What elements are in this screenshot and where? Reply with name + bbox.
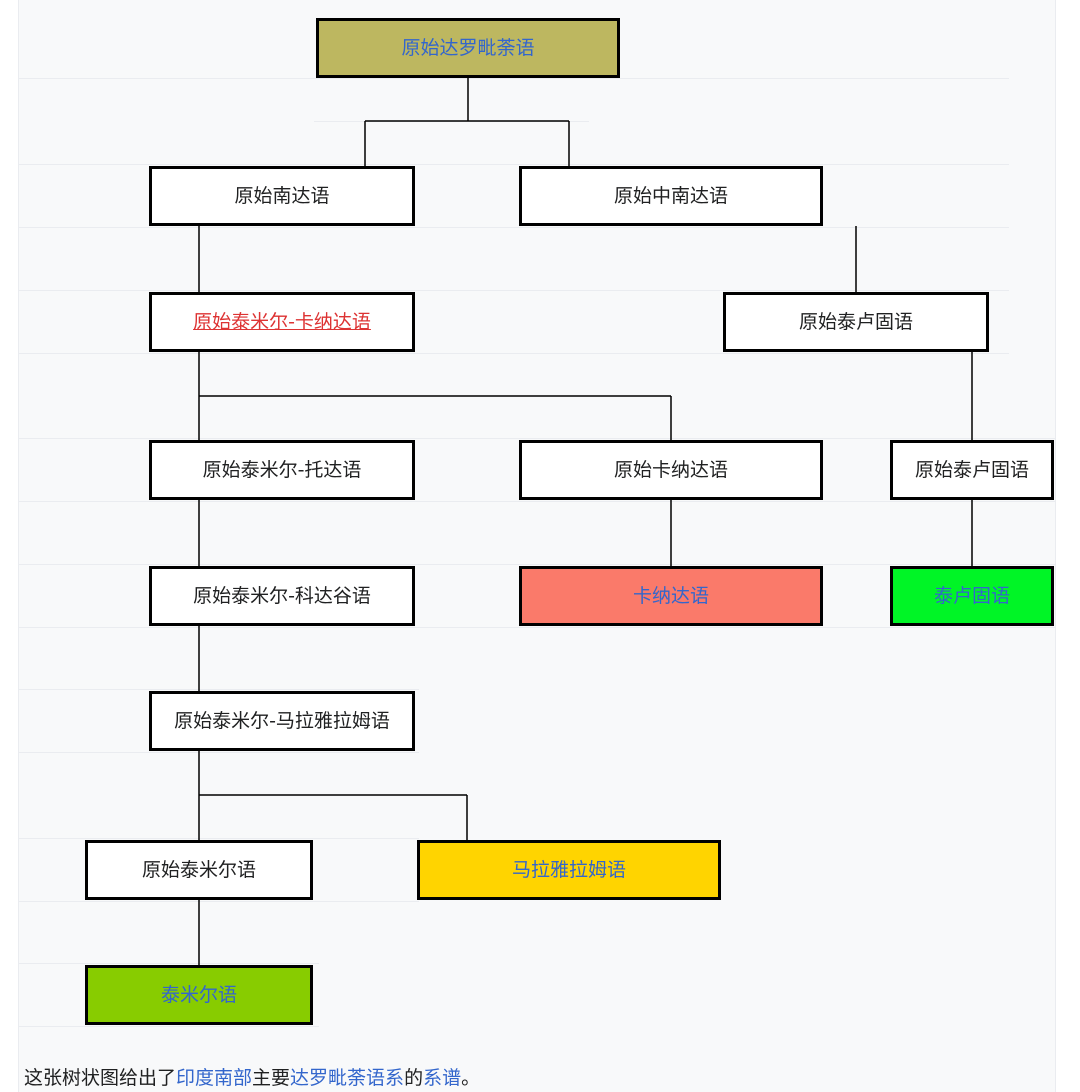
tree-node-label[interactable]: 卡纳达语: [632, 585, 709, 607]
caption-link-genealogy[interactable]: 系谱: [423, 1067, 462, 1089]
diagram-panel: [18, 0, 1056, 1092]
caption-text: 的: [404, 1067, 424, 1089]
tree-node-label: 原始中南达语: [613, 185, 728, 207]
row-separator: [314, 121, 589, 122]
tree-node-malayalam[interactable]: 马拉雅拉姆语: [417, 840, 721, 900]
tree-node-proto-tamil-kannada[interactable]: 原始泰米尔-卡纳达语: [149, 292, 415, 352]
row-separator: [19, 564, 1055, 565]
caption-link-south-india[interactable]: 印度南部: [176, 1067, 253, 1089]
tree-node-label: 原始泰米尔语: [141, 859, 256, 881]
row-separator: [19, 501, 1055, 502]
caption-text: 。: [461, 1067, 481, 1089]
row-separator: [19, 78, 1009, 79]
tree-node-label: 原始泰卢固语: [914, 459, 1029, 481]
row-separator: [19, 963, 319, 964]
tree-node-label[interactable]: 原始达罗毗荼语: [401, 37, 535, 59]
row-separator: [19, 290, 1009, 291]
row-separator: [19, 901, 419, 902]
row-separator: [19, 227, 1009, 228]
row-separator: [19, 1026, 319, 1027]
tree-node-telugu[interactable]: 泰卢固语: [890, 566, 1054, 626]
caption-link-dravidian-family[interactable]: 达罗毗荼语系: [290, 1067, 405, 1089]
figure-caption: 这张树状图给出了印度南部主要达罗毗荼语系的系谱。: [24, 1063, 480, 1090]
tree-node-label: 原始泰米尔-科达谷语: [193, 585, 371, 607]
tree-node-proto-telugu-2: 原始泰卢固语: [890, 440, 1054, 500]
tree-node-label: 原始泰卢固语: [798, 311, 913, 333]
tree-node-proto-tamil-toda: 原始泰米尔-托达语: [149, 440, 415, 500]
row-separator: [19, 164, 1009, 165]
tree-node-label[interactable]: 泰米尔语: [160, 984, 237, 1006]
row-separator: [19, 627, 1055, 628]
tree-node-proto-tamil-malayalam: 原始泰米尔-马拉雅拉姆语: [149, 691, 415, 751]
tree-node-proto-dravidian[interactable]: 原始达罗毗荼语: [316, 18, 620, 78]
tree-node-label: 原始卡纳达语: [613, 459, 728, 481]
tree-node-proto-south-central: 原始中南达语: [519, 166, 823, 226]
row-separator: [19, 838, 419, 839]
tree-node-proto-south: 原始南达语: [149, 166, 415, 226]
caption-text: 这张树状图给出了: [24, 1067, 177, 1089]
tree-node-label[interactable]: 原始泰米尔-卡纳达语: [193, 311, 371, 333]
row-separator: [19, 689, 419, 690]
tree-node-tamil[interactable]: 泰米尔语: [85, 965, 313, 1025]
tree-node-label: 原始泰米尔-托达语: [202, 459, 362, 481]
tree-node-label[interactable]: 泰卢固语: [933, 585, 1010, 607]
tree-node-proto-telugu-1: 原始泰卢固语: [723, 292, 989, 352]
row-separator: [19, 353, 1009, 354]
tree-node-kannada[interactable]: 卡纳达语: [519, 566, 823, 626]
row-separator: [19, 438, 1055, 439]
tree-node-proto-tamil-kodagu: 原始泰米尔-科达谷语: [149, 566, 415, 626]
tree-node-label[interactable]: 马拉雅拉姆语: [511, 859, 626, 881]
tree-node-label: 原始泰米尔-马拉雅拉姆语: [174, 710, 390, 732]
tree-node-label: 原始南达语: [234, 185, 330, 207]
tree-node-proto-kannada: 原始卡纳达语: [519, 440, 823, 500]
row-separator: [19, 752, 419, 753]
tree-node-proto-tamil: 原始泰米尔语: [85, 840, 313, 900]
caption-text: 主要: [252, 1067, 291, 1089]
